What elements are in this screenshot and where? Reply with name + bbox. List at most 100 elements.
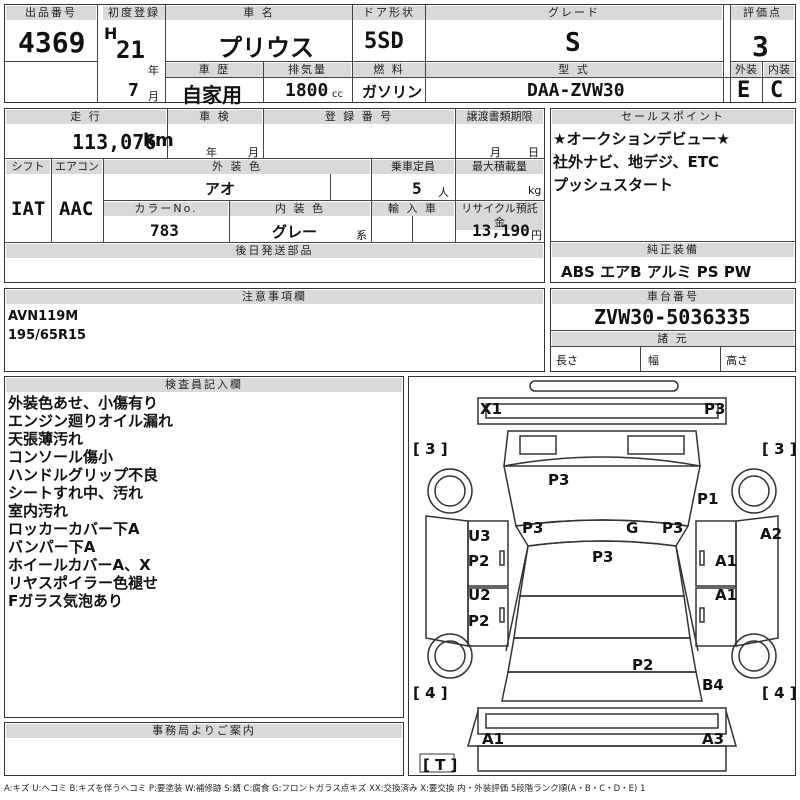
int-color-unit: 系 bbox=[356, 229, 367, 242]
displacement: 1800 bbox=[285, 80, 329, 101]
damage-p3-roof: P3 bbox=[592, 548, 614, 566]
capacity-label: 乗車定員 bbox=[372, 160, 454, 174]
inspector-line: ハンドルグリップ不良 bbox=[8, 466, 159, 484]
inspector-label: 検査員記入欄 bbox=[6, 378, 402, 392]
damage-a1-door-right-1: A1 bbox=[715, 552, 738, 570]
chassis-label: 車台番号 bbox=[552, 290, 794, 304]
inspector-line: コンソール傷小 bbox=[8, 448, 114, 466]
chassis-number: ZVW30-5036335 bbox=[594, 305, 751, 329]
inspector-line: 室内汚れ bbox=[8, 502, 69, 520]
equipment-label: 純正装備 bbox=[552, 243, 794, 257]
spec-label: 諸 元 bbox=[552, 332, 794, 346]
lot-label: 出品番号 bbox=[6, 6, 96, 20]
month-unit: 月 bbox=[148, 90, 159, 103]
damage-x1: X1 bbox=[480, 400, 503, 418]
spare-tire: [ T ] bbox=[423, 756, 458, 774]
inspector-line: バンパー下A bbox=[8, 538, 96, 556]
damage-p2-door-left-1: P2 bbox=[468, 552, 490, 570]
transfer-day-unit: 日 bbox=[528, 146, 539, 159]
shift: IAT bbox=[11, 198, 46, 220]
tire-front-right: [ 3 ] bbox=[762, 440, 797, 458]
car-name: プリウス bbox=[218, 34, 314, 62]
score-label: 評価点 bbox=[731, 6, 794, 20]
inspector-line: エンジン廻りオイル漏れ bbox=[8, 412, 174, 430]
notes-line-1: AVN119M bbox=[8, 309, 79, 324]
width-label: 幅 bbox=[648, 354, 659, 367]
tire-rear-right: [ 4 ] bbox=[762, 684, 797, 702]
damage-a3-rear-bumper: A3 bbox=[702, 730, 725, 748]
displacement-label: 排気量 bbox=[264, 63, 351, 77]
inspector-box bbox=[4, 376, 404, 718]
mileage-label: 走 行 bbox=[6, 110, 166, 124]
interior-label: 内装 bbox=[764, 63, 794, 77]
shift-label: シフト bbox=[6, 160, 50, 174]
tire-front-left: [ 3 ] bbox=[413, 440, 448, 458]
later-parts-label: 後日発送部品 bbox=[6, 244, 543, 258]
car-diagram bbox=[419, 380, 779, 773]
fuel-label: 燃 料 bbox=[353, 63, 425, 77]
notes-label: 注意事項欄 bbox=[6, 290, 543, 304]
inspector-line: ホイールカバーA、X bbox=[8, 556, 151, 574]
int-color-label: 内 装 色 bbox=[230, 202, 370, 216]
first-reg-month: 7 bbox=[128, 80, 139, 101]
doors-label: ドア形状 bbox=[353, 6, 425, 20]
insp-year-unit: 年 bbox=[206, 146, 217, 159]
car-diagram-box bbox=[408, 376, 796, 776]
damage-p3-pillar-left: P3 bbox=[522, 519, 544, 537]
ac: AAC bbox=[59, 198, 94, 220]
damage-p3-pillar-right: P3 bbox=[662, 519, 684, 537]
grade-label: グレード bbox=[426, 6, 722, 20]
tire-rear-left: [ 4 ] bbox=[413, 684, 448, 702]
mileage-unit: km bbox=[143, 130, 174, 151]
name-label: 車 名 bbox=[166, 6, 352, 20]
first-reg-label: 初度登録 bbox=[103, 6, 165, 20]
inspector-line: シートすれ中、汚れ bbox=[8, 484, 144, 502]
year-unit: 年 bbox=[148, 64, 159, 77]
mileage: 113,076 bbox=[72, 130, 157, 154]
ext-color-label: 外 装 色 bbox=[104, 160, 370, 174]
exterior-score: E bbox=[737, 78, 751, 103]
doors: 5SD bbox=[364, 29, 404, 54]
inspector-line: 外装色あせ、小傷有り bbox=[8, 394, 159, 412]
displacement-unit: cc bbox=[332, 89, 343, 100]
score: 3 bbox=[752, 30, 769, 63]
height-label: 高さ bbox=[726, 354, 748, 367]
sales-point-3: プッシュスタート bbox=[553, 176, 674, 194]
exterior-label: 外装 bbox=[731, 63, 761, 77]
ac-label: エアコン bbox=[52, 160, 102, 174]
damage-p3-front-right: P3 bbox=[704, 400, 726, 418]
inspector-line: ロッカーカバー下A bbox=[8, 520, 140, 538]
history-label: 車 歴 bbox=[166, 63, 263, 77]
recycle: 13,190 bbox=[472, 221, 530, 240]
office-label: 事務局よりご案内 bbox=[6, 724, 402, 738]
sales-point-2: 社外ナビ、地デジ、ETC bbox=[553, 153, 720, 171]
damage-u2: U2 bbox=[468, 586, 491, 604]
capacity-unit: 人 bbox=[438, 186, 449, 199]
first-reg-year: 21 bbox=[116, 36, 145, 64]
inspector-notes: 外装色あせ、小傷有り エンジン廻りオイル漏れ 天張薄汚れ コンソール傷小 ハンド… bbox=[8, 394, 173, 610]
reg-no-label: 登 録 番 号 bbox=[264, 110, 454, 124]
model-label: 型 式 bbox=[426, 63, 722, 77]
recycle-unit: 円 bbox=[531, 229, 542, 242]
insp-month-unit: 月 bbox=[248, 146, 259, 159]
fuel: ガソリン bbox=[362, 83, 423, 101]
import-label: 輸 入 車 bbox=[372, 202, 454, 216]
color-no: 783 bbox=[150, 221, 179, 240]
damage-p1: P1 bbox=[697, 490, 719, 508]
load-unit: kg bbox=[528, 184, 542, 197]
transfer-label: 譲渡書類期限 bbox=[456, 110, 543, 124]
int-color: グレー bbox=[272, 223, 318, 241]
sales-points-label: セールスポイント bbox=[552, 110, 794, 124]
interior-score: C bbox=[770, 78, 784, 103]
ext-color: アオ bbox=[205, 180, 236, 198]
lot-number: 4369 bbox=[18, 26, 86, 59]
damage-p2-trunk: P2 bbox=[632, 656, 654, 674]
era: H bbox=[104, 24, 118, 43]
damage-g: G bbox=[626, 519, 639, 537]
capacity: 5 bbox=[412, 179, 422, 198]
inspector-line: Fガラス気泡あり bbox=[8, 592, 123, 610]
inspector-line: 天張薄汚れ bbox=[8, 430, 84, 448]
damage-a1-door-right-2: A1 bbox=[715, 586, 738, 604]
sales-point-1: ★オークションデビュー★ bbox=[553, 130, 730, 148]
model: DAA-ZVW30 bbox=[527, 80, 625, 101]
